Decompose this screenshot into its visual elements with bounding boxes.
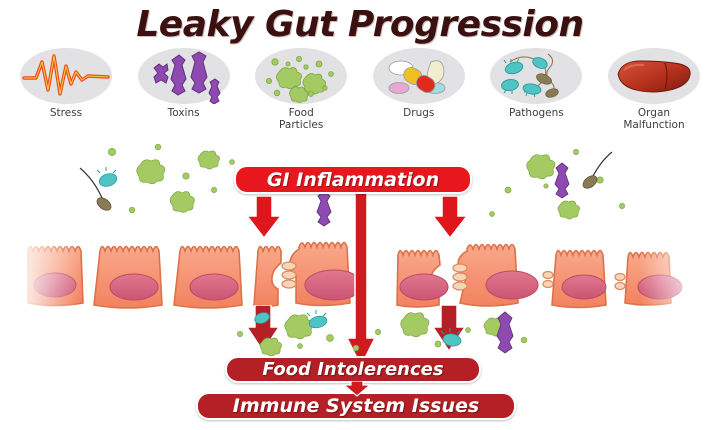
arrow-leak-out-right xyxy=(431,305,467,353)
cause-label-stress: Stress xyxy=(49,107,83,119)
cause-item-stress[interactable]: Stress xyxy=(10,48,122,120)
cause-icon-row: Stress Toxins xyxy=(10,48,710,144)
arrow-intolerences-to-immune xyxy=(342,381,372,397)
cause-disc xyxy=(20,48,112,104)
banner-label: Immune System Issues xyxy=(232,395,480,417)
arrow-inflammation-to-intolerences xyxy=(345,188,377,368)
banner-label: Food Intolerences xyxy=(262,359,444,380)
toxin-molecule-icon xyxy=(152,51,221,104)
cause-disc xyxy=(137,48,230,104)
stage-banner-gi-inflammation[interactable]: GI Inflammation xyxy=(234,165,472,194)
stage-banner-food-intolerences[interactable]: Food Intolerences xyxy=(225,356,481,383)
cause-label-pathogens: Pathogens xyxy=(509,107,564,119)
cause-label-drugs: Drugs xyxy=(403,107,435,119)
bacteria-icon xyxy=(501,53,560,98)
cause-disc xyxy=(255,48,348,104)
cause-label-toxins: Toxins xyxy=(167,107,200,119)
cause-label-food-particles: Food Particles xyxy=(279,107,324,131)
tight-junction xyxy=(281,261,626,291)
pills-capsule-icon xyxy=(388,60,446,94)
arrow-leak-out-left xyxy=(245,305,281,353)
cause-disc xyxy=(490,48,583,104)
ekg-line-icon xyxy=(22,54,110,96)
liver-organ-icon xyxy=(617,60,691,93)
cause-item-drugs[interactable]: Drugs xyxy=(363,48,475,120)
cause-item-pathogens[interactable]: Pathogens xyxy=(480,48,592,120)
cause-item-organ-malfunction[interactable]: Organ Malfunction xyxy=(598,48,710,131)
cause-label-organ-malfunction: Organ Malfunction xyxy=(623,107,685,131)
cause-item-toxins[interactable]: Toxins xyxy=(128,48,240,120)
banner-label: GI Inflammation xyxy=(266,168,440,191)
arrow-into-gap-left xyxy=(245,196,283,240)
page-title: Leaky Gut Progression xyxy=(136,4,584,45)
cause-item-food-particles[interactable]: Food Particles xyxy=(245,48,357,131)
arrow-into-gap-right xyxy=(431,196,469,240)
cause-disc xyxy=(372,48,465,104)
cause-disc xyxy=(607,48,700,104)
food-particle-icon xyxy=(266,55,334,103)
